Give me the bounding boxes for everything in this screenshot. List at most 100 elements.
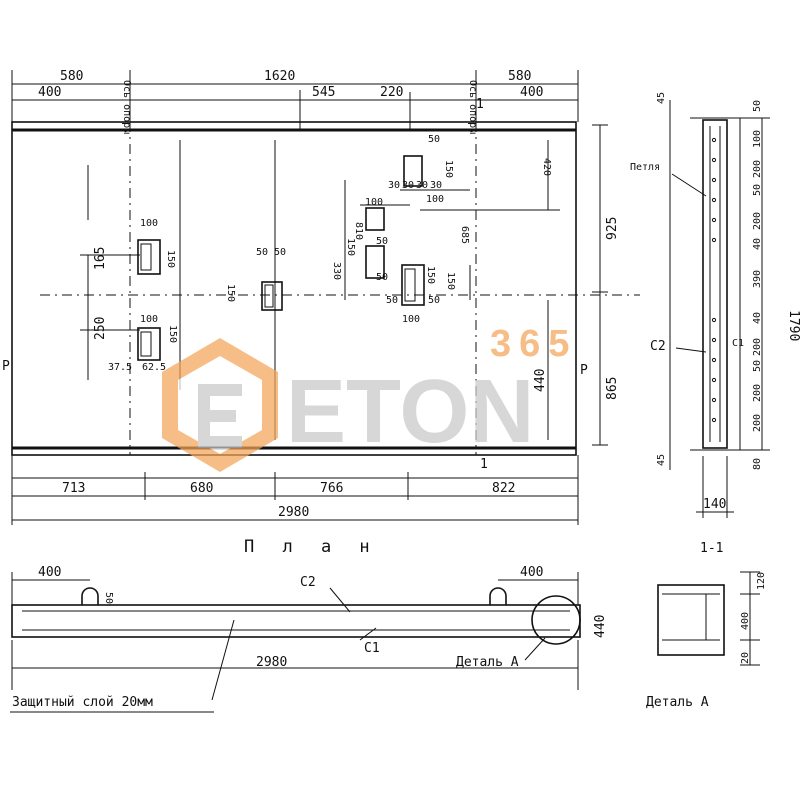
svg-text:50: 50 [376,236,388,247]
svg-text:390: 390 [752,270,763,288]
support-axis-label-left: Ось опоры [121,80,132,134]
watermark-logo-icon [162,338,278,472]
section-view: 45 45 50 100 200 50 200 40 390 40 200 50… [630,92,800,556]
svg-text:200: 200 [752,414,763,432]
bottom-dim-766: 766 [320,481,343,496]
lifting-loop-left [81,587,99,605]
svg-text:100: 100 [365,197,383,208]
section-side-dims: 50 100 200 50 200 40 390 40 200 50 200 2… [752,100,763,470]
svg-text:30: 30 [388,180,400,191]
svg-text:150: 150 [443,160,454,178]
svg-text:150: 150 [425,266,436,284]
detail-view: 120 400 20 Деталь А [646,571,767,710]
detail-a-callout-label: Деталь А [456,655,519,670]
lifting-loop-right [489,587,507,605]
svg-text:50: 50 [428,295,440,306]
svg-text:250: 250 [93,317,108,340]
embed-opening-5 [365,245,385,279]
embed-opening-4 [365,207,385,231]
svg-text:150: 150 [225,284,236,302]
top-dim-400-left: 400 [38,85,61,100]
svg-text:50: 50 [256,247,268,258]
elev-label-c2: С2 [300,575,316,590]
section-mark-bottom: 1 [480,457,488,472]
section-bottom-dim: 45 [656,454,667,466]
svg-text:50: 50 [752,360,763,372]
inner-dims: 50 30 30 30 30 150 100 420 810 330 685 1… [93,134,552,392]
bottom-dim-713: 713 [62,481,85,496]
detail-a-callout [531,595,581,645]
svg-text:30: 30 [416,180,428,191]
section-label-c1: С1 [732,338,744,349]
top-dim-580-left: 580 [60,69,83,84]
svg-text:50: 50 [386,295,398,306]
svg-text:200: 200 [752,212,763,230]
svg-text:100: 100 [140,314,158,325]
top-dim-545: 545 [312,85,335,100]
svg-text:30: 30 [430,180,442,191]
svg-text:150: 150 [165,250,176,268]
svg-text:50: 50 [752,184,763,196]
svg-text:30: 30 [402,180,414,191]
protective-layer-label: Защитный слой 20мм [12,695,153,710]
section-label-c2: С2 [650,339,666,354]
svg-text:200: 200 [752,338,763,356]
detail-outline [657,584,725,656]
detail-dim-120: 120 [756,572,767,590]
total-length-2980: 2980 [278,505,309,520]
svg-text:50: 50 [752,100,763,112]
watermark: ETON 365 [162,323,577,472]
section-outline [702,119,728,449]
svg-text:330: 330 [331,262,342,280]
section-mark-top: 1 [476,97,484,112]
section-width-140: 140 [703,497,726,512]
elev-dim-50: 50 [103,592,114,604]
svg-text:150: 150 [445,272,456,290]
svg-text:50: 50 [274,247,286,258]
elev-dim-2980: 2980 [256,655,287,670]
detail-dim-400: 400 [740,612,751,630]
plan-view: 580 400 1620 545 220 580 400 Ось опоры О… [2,69,640,557]
section-top-dim: 45 [656,92,667,104]
support-axis-label-right: Ось опоры [467,80,478,134]
elevation-view: 400 400 50 2980 440 С2 С1 Деталь А Защит… [10,565,608,713]
elev-dim-440: 440 [593,615,608,638]
watermark-text: ETON [286,362,534,462]
right-dim-865: 865 [605,377,620,400]
svg-text:420: 420 [541,158,552,176]
svg-text:100: 100 [140,218,158,229]
plan-title: П л а н [244,537,379,557]
top-dim-400-right: 400 [520,85,543,100]
slab-outline [11,121,577,456]
svg-text:200: 200 [752,384,763,402]
elev-dim-400-left: 400 [38,565,61,580]
svg-text:37.5: 37.5 [108,362,132,373]
top-dim-220: 220 [380,85,403,100]
svg-text:150: 150 [345,238,356,256]
embed-opening-3 [261,281,283,311]
elev-dim-400-right: 400 [520,565,543,580]
embed-opening-2 [137,327,161,361]
top-dim-580-right: 580 [508,69,531,84]
section-total-1790: 1790 [786,310,800,341]
svg-text:685: 685 [459,226,470,244]
embed-opening-1 [137,239,161,275]
watermark-number: 365 [490,323,577,365]
svg-text:100: 100 [426,194,444,205]
svg-text:100: 100 [402,314,420,325]
section-title: 1-1 [700,541,723,556]
elevation-outline [11,604,581,638]
mark-r-right: Р [580,363,588,378]
elev-label-c1: С1 [364,641,380,656]
svg-text:40: 40 [752,238,763,250]
detail-dim-20: 20 [740,652,751,664]
svg-text:80: 80 [752,458,763,470]
top-dim-1620: 1620 [264,69,295,84]
right-dim-925: 925 [605,217,620,240]
svg-text:50: 50 [428,134,440,145]
svg-text:150: 150 [167,325,178,343]
bottom-dim-680: 680 [190,481,213,496]
embed-opening-7 [403,155,423,187]
svg-text:810: 810 [353,222,364,240]
svg-text:40: 40 [752,312,763,324]
